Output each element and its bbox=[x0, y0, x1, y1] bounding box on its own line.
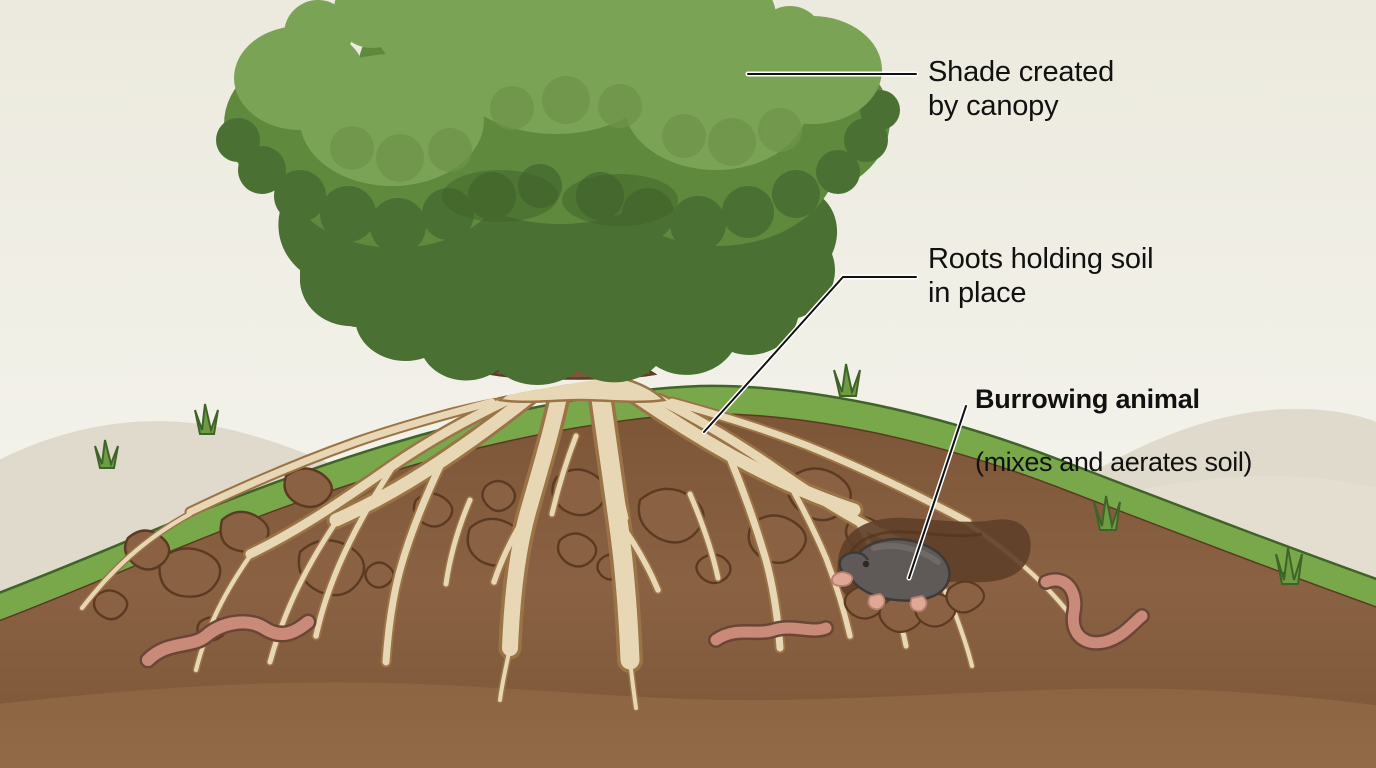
label-burrowing-animal: Burrowing animal (mixes and aerates soil… bbox=[975, 352, 1252, 510]
label-roots-holding-soil: Roots holding soil in place bbox=[928, 243, 1154, 309]
leader-line-roots bbox=[701, 274, 919, 435]
label-burrowing-animal-title: Burrowing animal bbox=[975, 383, 1200, 414]
root-system bbox=[78, 370, 1080, 712]
leader-line-burrow bbox=[906, 403, 969, 581]
burrowing-mole bbox=[831, 537, 951, 613]
soil-rocks bbox=[92, 467, 889, 642]
earthworm-center bbox=[708, 620, 834, 648]
leader-lines bbox=[701, 71, 969, 581]
label-shade-created-by-canopy: Shade created by canopy bbox=[928, 56, 1115, 122]
tree-canopy bbox=[216, 0, 900, 385]
earthworm-left bbox=[139, 613, 317, 669]
earthworm-right bbox=[1038, 572, 1150, 651]
label-burrowing-animal-subtitle: (mixes and aerates soil) bbox=[975, 446, 1253, 477]
